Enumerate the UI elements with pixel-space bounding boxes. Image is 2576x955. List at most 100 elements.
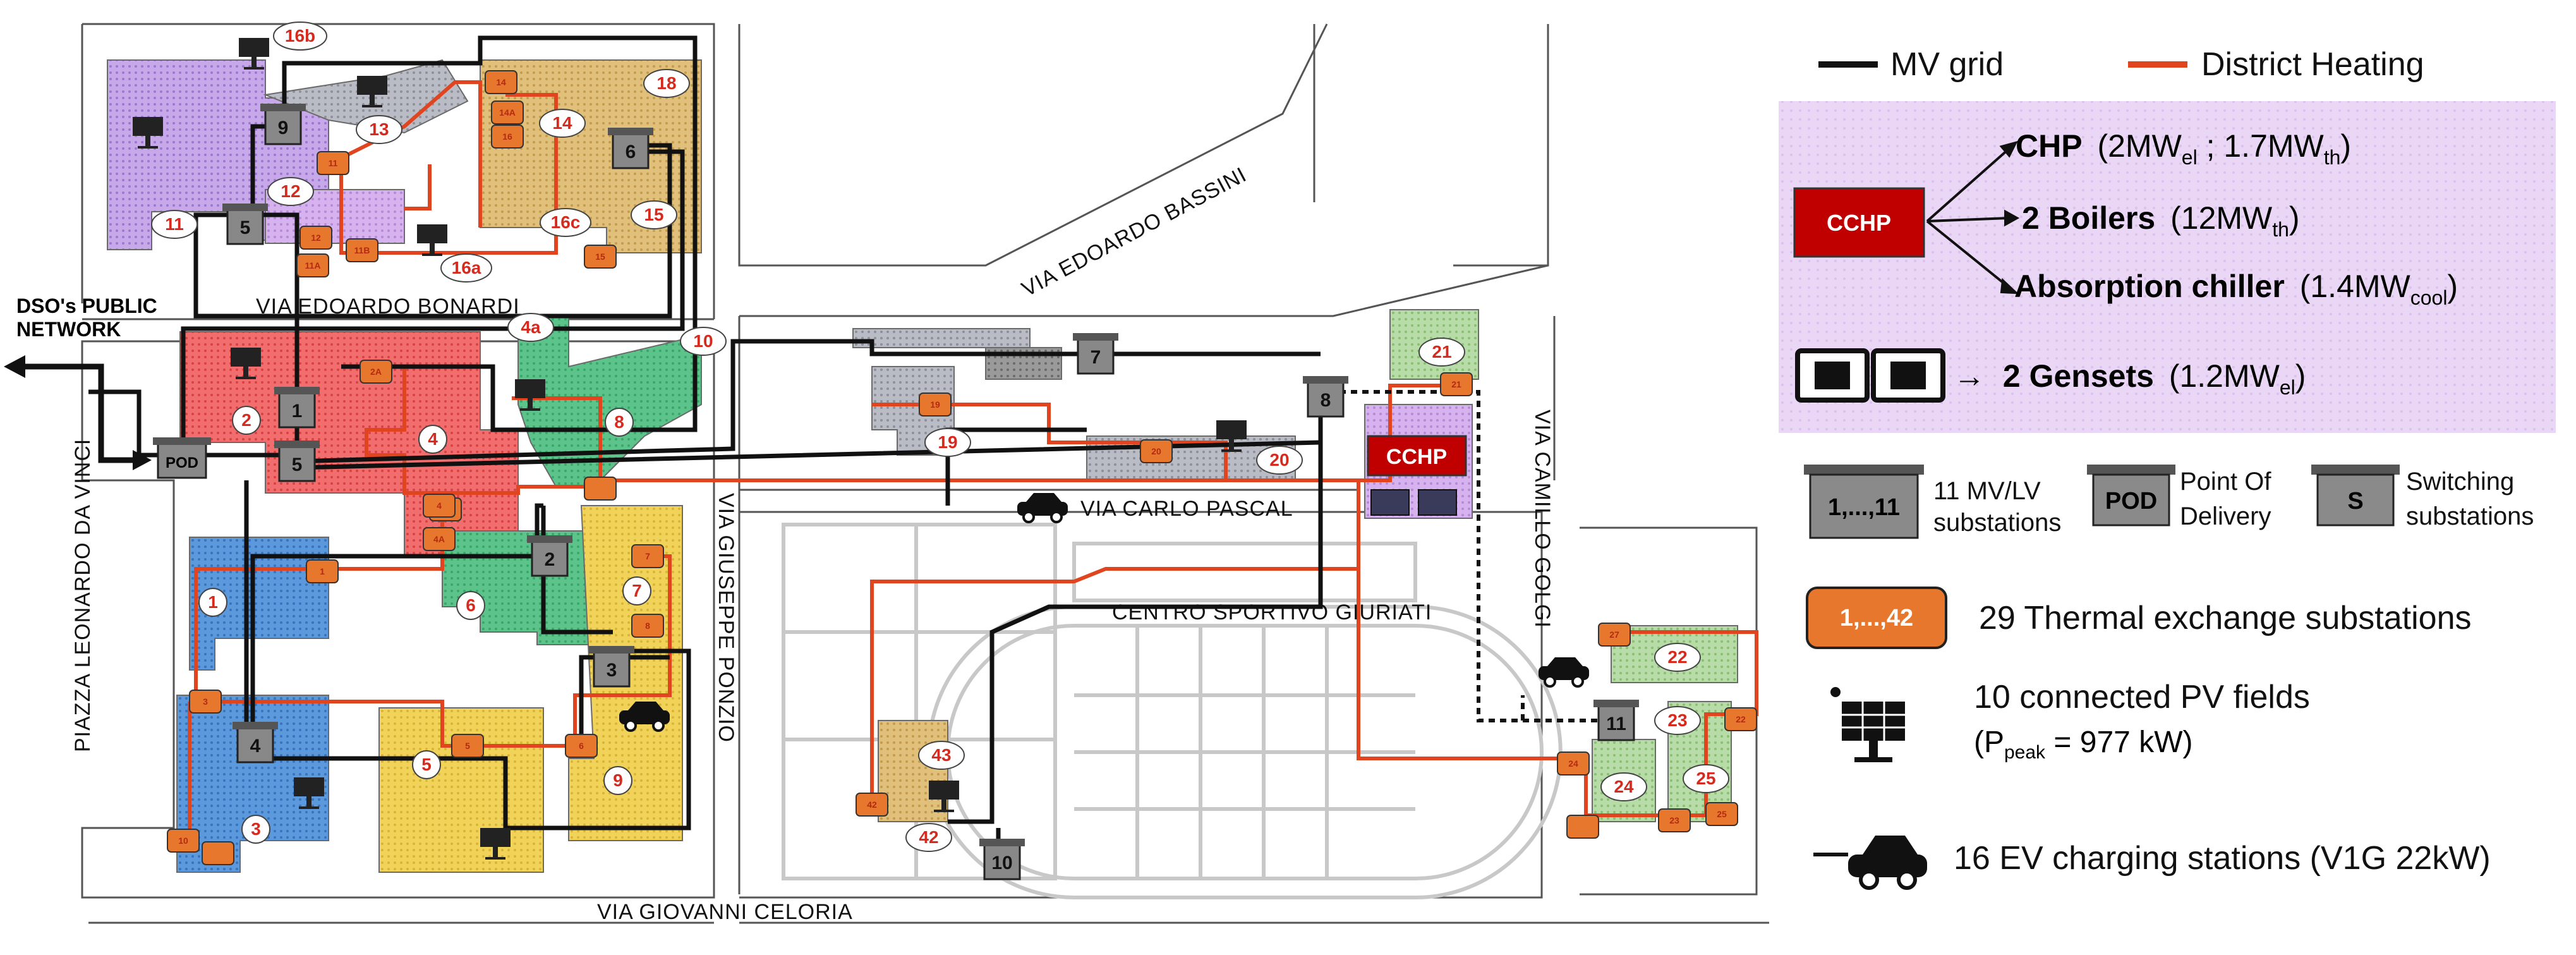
- thermal-substation-22: 22: [1724, 707, 1757, 731]
- legend-pv-icon: [1830, 687, 1905, 762]
- thermal-substation-21: 21: [1440, 372, 1473, 396]
- legend: MV grid District Heating CCHP CHP (2MWel…: [1779, 46, 2556, 890]
- dso-label-line2: NETWORK: [16, 318, 121, 341]
- legend-cchp-label: CCHP: [1827, 210, 1891, 236]
- svg-text:21: 21: [1451, 379, 1461, 389]
- legend-chp-line: CHP (2MWel ; 1.7MWth): [2016, 128, 2351, 169]
- legend-switch-text2: substations: [2406, 502, 2534, 530]
- thermal-substation-4: 4: [423, 494, 456, 518]
- legend-chiller-line: Absorption chiller (1.4MWcool): [2014, 269, 2458, 309]
- thermal-substation-15: 15: [584, 245, 617, 269]
- cchp-plant: CCHP: [1367, 435, 1467, 516]
- mv-substation-5-top: 5: [222, 204, 268, 245]
- legend-pod-icon: POD: [2087, 465, 2175, 526]
- thermal-substation-10: 10: [167, 829, 200, 853]
- svg-text:19: 19: [938, 432, 957, 452]
- street-label-bonardi: VIA EDOARDO BONARDI: [256, 295, 520, 319]
- svg-text:25: 25: [1717, 809, 1727, 819]
- thermal-substation-7: 7: [631, 544, 664, 568]
- pv-panel-icon: [417, 224, 447, 256]
- svg-text:20: 20: [1269, 450, 1289, 470]
- building-label-12: 12: [267, 177, 314, 206]
- thermal-substation-11b: 11B: [346, 238, 378, 262]
- mv-substation-2: 2: [527, 535, 572, 577]
- thermal-substation-8: 8: [631, 614, 664, 638]
- building-label-43: 43: [918, 741, 965, 770]
- genset-icon-1: [1370, 489, 1410, 516]
- mv-substation-8: 8: [1303, 376, 1348, 418]
- legend-ev-text: 16 EV charging stations (V1G 22kW): [1954, 840, 2491, 877]
- svg-text:1: 1: [208, 592, 218, 612]
- svg-text:27: 27: [1609, 630, 1619, 640]
- building-label-16a: 16a: [440, 253, 492, 283]
- dso-arrow-left: [4, 355, 25, 378]
- thermal-substation-16: 16: [491, 125, 524, 149]
- svg-text:3: 3: [607, 660, 617, 681]
- svg-text:8: 8: [1321, 390, 1331, 411]
- svg-text:11: 11: [329, 158, 338, 168]
- svg-text:11: 11: [1606, 714, 1626, 734]
- thermal-substation-23: 23: [1658, 808, 1691, 832]
- thermal-substation-2a: 2A: [360, 360, 392, 384]
- svg-text:7: 7: [1091, 347, 1101, 368]
- building-label-4: 4: [418, 425, 447, 454]
- pv-panel-icon: [357, 76, 387, 107]
- svg-text:13: 13: [369, 119, 389, 139]
- svg-text:24: 24: [1568, 758, 1578, 769]
- mv-substation-9: 9: [260, 104, 306, 145]
- thermal-substation-14a: 14A: [491, 100, 524, 125]
- legend-switching-icon: S: [2311, 465, 2400, 526]
- pv-panel-icon: [133, 117, 163, 149]
- legend-dh-label: District Heating: [2201, 46, 2424, 83]
- svg-text:8: 8: [614, 412, 624, 432]
- svg-text:24: 24: [1614, 777, 1634, 796]
- svg-text:2A: 2A: [370, 367, 382, 377]
- svg-text:POD: POD: [166, 454, 198, 471]
- building-label-11: 11: [151, 210, 198, 239]
- svg-text:7: 7: [645, 551, 650, 561]
- svg-text:14: 14: [552, 113, 572, 133]
- svg-text:14: 14: [496, 77, 506, 87]
- svg-text:5: 5: [292, 454, 303, 475]
- svg-text:12: 12: [311, 233, 321, 243]
- building-label-5: 5: [412, 750, 441, 779]
- thermal-substation-extra-a: [584, 477, 617, 501]
- building-labels: 16b 18 13 14 12 11 15 16c 16a 10 4a 8 2 …: [151, 21, 1729, 852]
- svg-text:1: 1: [320, 566, 325, 576]
- legend-pod-text2: Delivery: [2180, 502, 2271, 530]
- thermal-substation-extra-c: [1566, 815, 1599, 839]
- building-label-3: 3: [241, 815, 270, 844]
- thermal-substation-1: 1: [306, 559, 339, 583]
- mv-substation-10: 10: [979, 839, 1025, 880]
- street-label-golgi: VIA CAMILLO GOLGI: [1530, 410, 1554, 628]
- legend-switch-text1: Switching: [2406, 468, 2514, 496]
- building-label-25: 25: [1683, 764, 1729, 793]
- svg-text:14A: 14A: [499, 107, 516, 118]
- building-label-16c: 16c: [540, 208, 591, 237]
- thermal-substation-5: 5: [451, 734, 484, 758]
- cchp-plant-label: CCHP: [1386, 445, 1447, 469]
- thermal-substation-25: 25: [1705, 802, 1738, 826]
- legend-genset-icons: [1795, 348, 1945, 403]
- legend-cchp-box: [1793, 187, 1925, 258]
- building-label-18: 18: [643, 69, 690, 98]
- svg-text:42: 42: [867, 800, 877, 810]
- svg-text:42: 42: [919, 827, 938, 847]
- svg-text:1,...,42: 1,...,42: [1840, 605, 1913, 631]
- svg-text:POD: POD: [2105, 488, 2157, 514]
- dso-network: DSO's PUBLIC NETWORK: [4, 295, 157, 470]
- svg-text:7: 7: [632, 581, 642, 600]
- pv-panel-icon: [480, 828, 511, 860]
- thermal-substation-11a: 11A: [296, 253, 329, 277]
- pod-point-of-delivery: POD: [153, 437, 211, 479]
- svg-text:9: 9: [278, 118, 289, 138]
- svg-text:1: 1: [292, 401, 303, 422]
- building-label-14: 14: [539, 109, 586, 138]
- svg-text:6: 6: [466, 595, 476, 615]
- thermal-substation-6: 6: [565, 734, 598, 758]
- ev-car-icon: [1017, 493, 1068, 523]
- svg-text:3: 3: [203, 696, 208, 707]
- thermal-substation-42: 42: [856, 793, 888, 817]
- svg-text:16: 16: [502, 131, 512, 142]
- legend-gensets-line: → 2 Gensets (1.2MWel): [1954, 358, 2306, 399]
